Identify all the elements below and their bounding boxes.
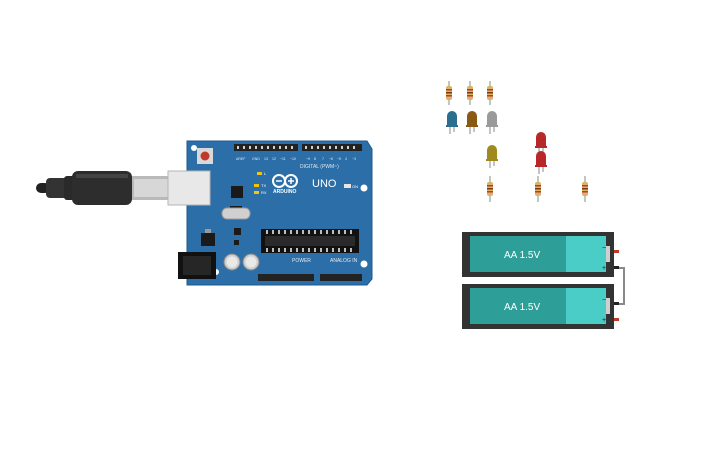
svg-text:~5: ~5: [337, 157, 341, 161]
battery-cap: [566, 236, 606, 272]
battery-body: [470, 288, 566, 324]
svg-text:~3: ~3: [352, 157, 356, 161]
small-chip: [234, 240, 239, 245]
battery-terminal[interactable]: [614, 302, 619, 305]
atmega-chip: [261, 229, 359, 253]
battery-label: AA 1.5V: [504, 250, 540, 261]
pin-labels: AREF GND 13 12 ~11 ~10 ~9 8 7 ~6 ~5 4 ~3: [236, 157, 356, 161]
svg-text:~10: ~10: [290, 157, 296, 161]
led-icon-blue[interactable]: [446, 111, 458, 134]
l-led: [257, 172, 262, 175]
svg-text:~6: ~6: [329, 157, 333, 161]
led-icon-red[interactable]: [535, 151, 547, 174]
resistor-icon[interactable]: [535, 176, 541, 202]
small-chip: [234, 228, 241, 235]
led-icon-brown[interactable]: [466, 111, 478, 134]
battery-aa[interactable]: AA 1.5V − +: [462, 232, 619, 277]
battery-body: [470, 236, 566, 272]
tx-led: [254, 184, 259, 187]
resistor-icon[interactable]: [582, 176, 588, 202]
mount-hole: [360, 184, 368, 192]
rx-led: [254, 191, 259, 194]
capacitor: [242, 253, 260, 271]
on-label: ON: [352, 184, 358, 189]
arduino-logo-text: ARDUINO: [273, 189, 296, 195]
svg-text:8: 8: [314, 157, 316, 161]
rx-label: RX: [261, 190, 267, 195]
on-led: [344, 184, 351, 188]
capacitor: [223, 253, 241, 271]
led-icon-grey[interactable]: [486, 111, 498, 134]
battery-minus-label: −: [602, 297, 606, 304]
l-label: L: [264, 171, 267, 176]
battery-terminal[interactable]: [614, 250, 619, 253]
resistor-icon[interactable]: [487, 176, 493, 202]
mount-hole: [360, 260, 368, 268]
power-header[interactable]: [258, 274, 314, 281]
digital-label: DIGITAL (PWM~): [300, 164, 339, 170]
mount-hole: [191, 145, 197, 151]
battery-minus-label: −: [602, 245, 606, 252]
battery-plus-label: +: [602, 317, 606, 324]
voltage-regulator: [201, 233, 215, 246]
crystal: [221, 207, 251, 220]
reset-button-cap[interactable]: [200, 151, 210, 161]
battery-terminal[interactable]: [614, 266, 619, 269]
arduino-uno-board[interactable]: AREF GND 13 12 ~11 ~10 ~9 8 7 ~6 ~5 4 ~3 DIGITAL (P…: [167, 140, 373, 286]
battery-plus-label: +: [602, 265, 606, 272]
power-label: POWER: [292, 258, 311, 264]
svg-text:4: 4: [345, 157, 347, 161]
resistor-icon[interactable]: [446, 81, 452, 105]
svg-text:AREF: AREF: [236, 157, 245, 161]
resistor-icon[interactable]: [487, 81, 493, 105]
svg-text:7: 7: [322, 157, 324, 161]
analog-label: ANALOG IN: [330, 258, 358, 264]
led-icon-yellow[interactable]: [486, 145, 498, 168]
usb-chip: [231, 186, 243, 198]
usb-port[interactable]: [167, 170, 211, 206]
resistor-icon[interactable]: [467, 81, 473, 105]
analog-header[interactable]: [320, 274, 362, 281]
header-pins: [237, 146, 355, 149]
battery-label: AA 1.5V: [504, 302, 540, 313]
battery-cap: [566, 288, 606, 324]
svg-text:13: 13: [264, 157, 268, 161]
tx-label: TX: [261, 183, 266, 188]
battery-aa[interactable]: AA 1.5V − +: [462, 284, 619, 329]
board-model: UNO: [312, 178, 337, 190]
battery-terminal[interactable]: [614, 318, 619, 321]
svg-text:GND: GND: [252, 157, 260, 161]
svg-text:12: 12: [272, 157, 276, 161]
digital-header[interactable]: [234, 144, 362, 151]
battery-wire[interactable]: [619, 267, 625, 305]
svg-text:~9: ~9: [306, 157, 310, 161]
arduino-logo-icon: [272, 174, 298, 188]
svg-text:~11: ~11: [280, 157, 286, 161]
